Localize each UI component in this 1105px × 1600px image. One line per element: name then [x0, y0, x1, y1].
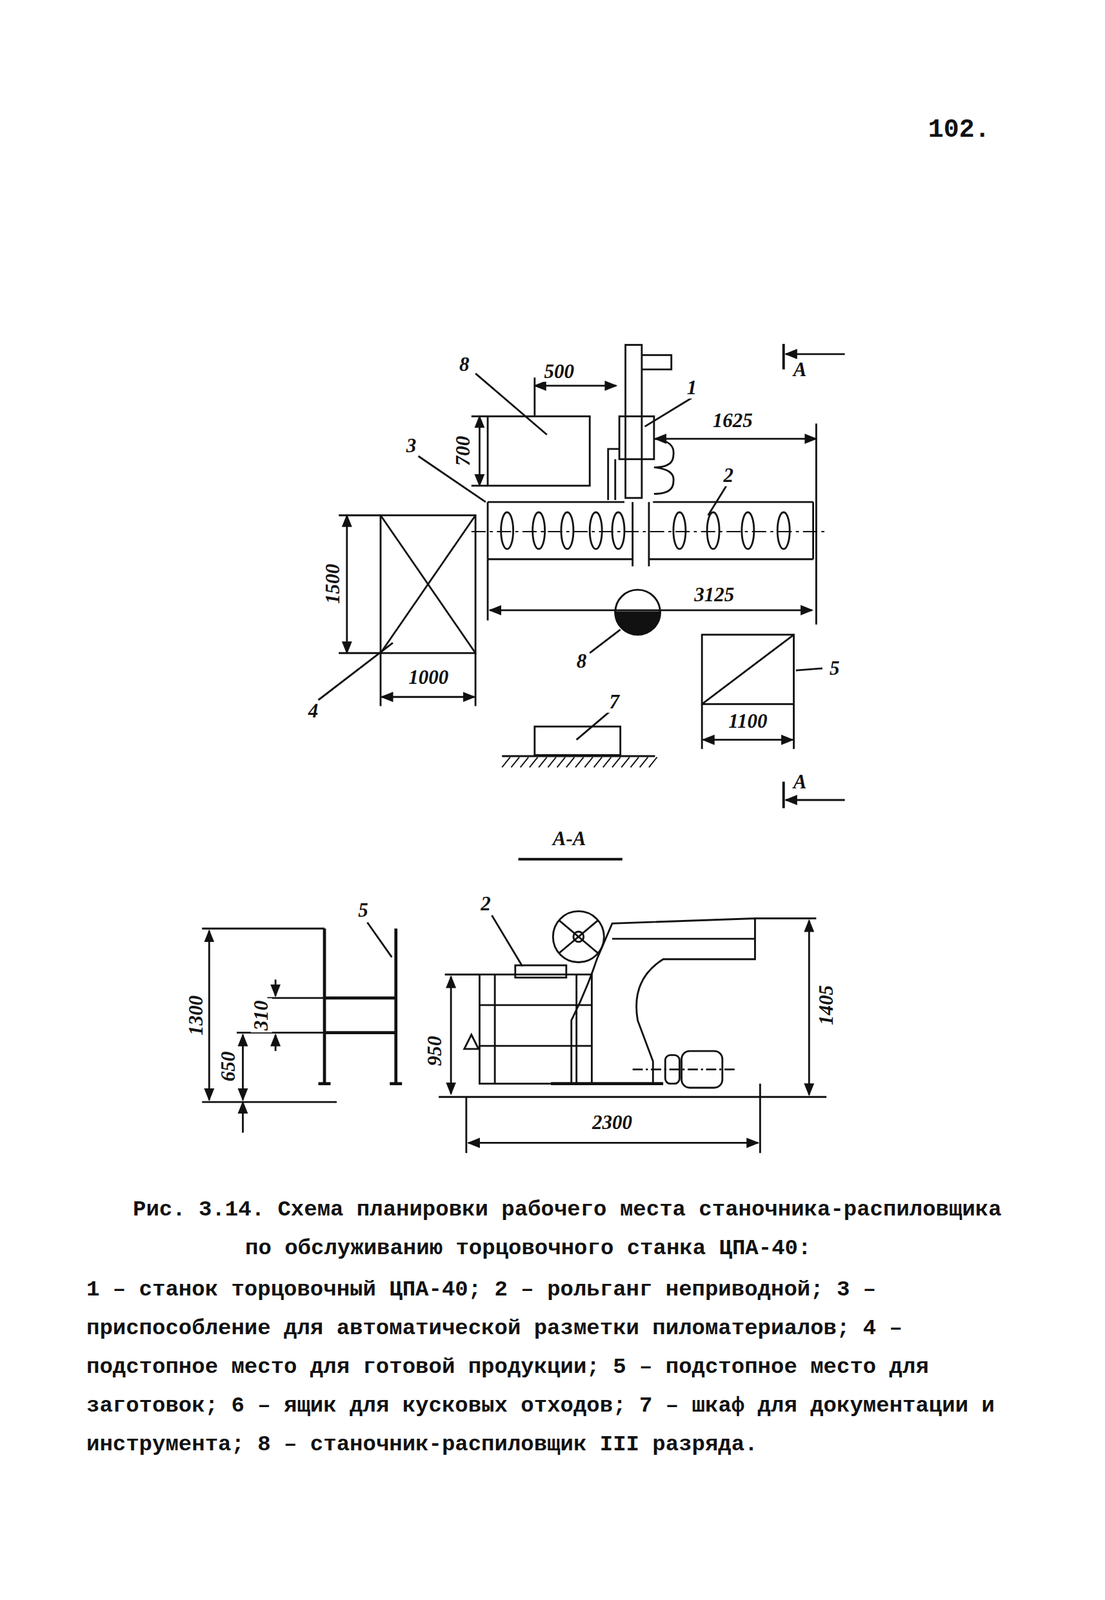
saw-head	[619, 416, 655, 459]
legend-item: 1 – станок торцовочный ЦПА-40;	[86, 1277, 482, 1302]
callout-number: 2	[721, 465, 737, 487]
callout-number: 8	[574, 650, 589, 673]
roller-table	[479, 974, 592, 1084]
finished-goods-place	[380, 515, 476, 654]
dimension: 1100	[726, 710, 769, 733]
plan-view	[318, 343, 846, 860]
dimension: 700	[452, 434, 475, 469]
section-letter: А	[791, 770, 809, 793]
dimension: 3125	[692, 584, 737, 606]
callout-number: 8	[457, 353, 472, 375]
cabinet	[534, 726, 621, 755]
dimension: 1625	[710, 409, 755, 431]
section-letter: А	[791, 358, 809, 380]
rollers	[501, 512, 791, 549]
section-title: А-А	[550, 828, 589, 850]
callout-number: 5	[356, 899, 371, 922]
dimension: 650	[218, 1049, 240, 1084]
dimension: 1000	[406, 666, 451, 689]
page-number: 102.	[926, 116, 993, 144]
section-view	[201, 910, 827, 1153]
dimension: 500	[542, 360, 577, 382]
dimension: 1500	[321, 561, 344, 606]
legend-item: 8 – станочник-распиловщик III разряда.	[257, 1432, 758, 1457]
callout-number: 1	[685, 377, 700, 399]
legend-item: 6 – ящик для кусковых отходов;	[230, 1393, 626, 1418]
roller	[515, 965, 567, 978]
caption-legend: 1 – станок торцовочный ЦПА-40; 2 – рольг…	[86, 1270, 1035, 1464]
dimension: 1300	[185, 993, 207, 1038]
motor	[681, 1050, 723, 1088]
worker-symbol	[615, 589, 661, 635]
figure-caption: Рис. 3.14. Схема планировки рабочего мес…	[132, 1190, 1036, 1268]
callout-number: 4	[306, 700, 321, 722]
callout-number: 5	[827, 657, 842, 680]
dimension: 310	[250, 998, 273, 1033]
callout-number: 2	[478, 893, 493, 915]
saw-wheel	[552, 910, 604, 962]
machine-body	[571, 917, 756, 1084]
machine-column	[625, 345, 642, 498]
legend-item: 2 – рольганг неприводной;	[494, 1277, 824, 1302]
dimension: 2300	[590, 1112, 635, 1134]
dimension: 1405	[816, 983, 838, 1027]
dimension: 950	[424, 1034, 446, 1069]
blanks-place	[701, 634, 794, 705]
callout-number: 3	[404, 435, 419, 457]
callout-number: 7	[607, 691, 622, 713]
